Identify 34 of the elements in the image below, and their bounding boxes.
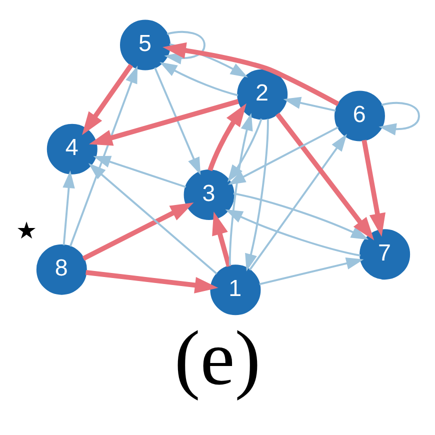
arrow xyxy=(154,66,201,174)
node-label: ★ xyxy=(16,217,38,244)
arrow xyxy=(378,102,420,135)
arrow xyxy=(283,96,336,112)
arrow xyxy=(88,162,218,274)
arrow xyxy=(93,155,186,188)
arrow xyxy=(212,211,232,267)
node-circle: 8 xyxy=(36,244,87,294)
node-circle: 2 xyxy=(237,68,288,120)
arrow xyxy=(225,208,361,256)
arrow xyxy=(160,61,238,96)
node-circle: 5 xyxy=(120,19,170,70)
arrow xyxy=(208,102,246,171)
node-circle: 1 xyxy=(210,264,261,315)
arrow xyxy=(228,126,339,184)
arrow xyxy=(86,270,218,293)
arrow xyxy=(233,192,369,240)
arrow xyxy=(62,170,75,245)
arrow xyxy=(248,133,347,270)
arrow xyxy=(69,65,138,246)
arrow xyxy=(88,98,239,146)
arrow xyxy=(275,112,374,240)
node-circle: 6 xyxy=(334,90,385,141)
arrow xyxy=(82,202,194,260)
node-circle: 3 xyxy=(184,168,234,220)
arrow xyxy=(228,112,253,266)
node-circle: 7 xyxy=(360,228,410,280)
node-circle: 4 xyxy=(46,123,98,174)
arrow xyxy=(82,63,134,135)
arrow xyxy=(362,139,386,236)
arrow xyxy=(259,256,364,285)
arrow xyxy=(227,118,262,182)
arrow xyxy=(245,118,269,271)
caption: (e) xyxy=(174,314,261,401)
